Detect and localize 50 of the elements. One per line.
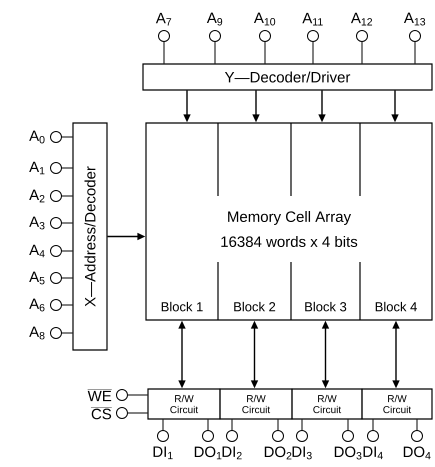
connection-line bbox=[128, 412, 148, 414]
node-label: DO$_{2}$ bbox=[264, 446, 292, 460]
node-label: A$_{0}$ bbox=[29, 130, 45, 144]
connection-line bbox=[312, 42, 314, 64]
connection-line bbox=[416, 419, 418, 430]
node-label: A$_{2}$ bbox=[29, 190, 44, 202]
circuit-box: R/W Circuit bbox=[147, 388, 221, 420]
node-label: A$_{9}$ bbox=[206, 12, 222, 26]
circuit-box: R/W Circuit bbox=[361, 388, 433, 420]
node-label: A$_{6}$ bbox=[29, 298, 45, 312]
circuit-box: R/W Circuit bbox=[291, 388, 363, 420]
node-label: A$_{3}$ bbox=[29, 216, 45, 230]
connection-line bbox=[62, 136, 73, 138]
node-label: DI$_{3}$ bbox=[292, 446, 312, 460]
decoder-box: Y—Decoder/Driver bbox=[142, 63, 433, 91]
circuit-box: R/W Circuit bbox=[219, 388, 293, 420]
block-label: Block 2 bbox=[234, 302, 276, 312]
connection-line bbox=[128, 394, 148, 396]
connection-line bbox=[62, 304, 73, 306]
block-label: Block 3 bbox=[305, 302, 346, 312]
connection-line bbox=[62, 222, 73, 224]
node-label: A$_{5}$ bbox=[29, 272, 45, 284]
connection-line bbox=[214, 42, 216, 64]
node-label: DO$_{1}$ bbox=[194, 446, 222, 460]
node-label: DI$_{4}$ bbox=[364, 446, 383, 460]
connection-line bbox=[372, 419, 374, 430]
connection-line bbox=[264, 42, 266, 64]
pin-circle bbox=[116, 389, 128, 401]
pin-label: CS bbox=[90, 407, 112, 420]
decoder-box: X—Address/Decoder bbox=[72, 122, 108, 351]
node-label: DI$_{1}$ bbox=[154, 446, 173, 460]
node-label: A$_{1}$ bbox=[29, 162, 44, 174]
connection-line bbox=[62, 250, 73, 252]
connection-line bbox=[414, 42, 416, 64]
node-label: DO$_{3}$ bbox=[334, 446, 362, 460]
node-label: A$_{7}$ bbox=[156, 12, 172, 26]
block-label: Block 4 bbox=[376, 302, 417, 312]
node-label: A$_{11}$ bbox=[302, 12, 323, 26]
node-label: A$_{8}$ bbox=[29, 326, 45, 340]
node-label: A$_{13}$ bbox=[404, 12, 426, 26]
node-label: DO$_{4}$ bbox=[404, 446, 431, 460]
node-label: A$_{10}$ bbox=[254, 12, 276, 26]
node-label: A$_{12}$ bbox=[350, 12, 372, 26]
node-label: DI$_{2}$ bbox=[222, 446, 242, 460]
node-label: A$_{4}$ bbox=[29, 244, 45, 258]
connection-line bbox=[62, 332, 73, 334]
pin-circle bbox=[116, 407, 128, 419]
connection-line bbox=[162, 419, 164, 430]
pin-label: WE bbox=[87, 389, 112, 402]
block-label: Block 1 bbox=[162, 302, 203, 312]
